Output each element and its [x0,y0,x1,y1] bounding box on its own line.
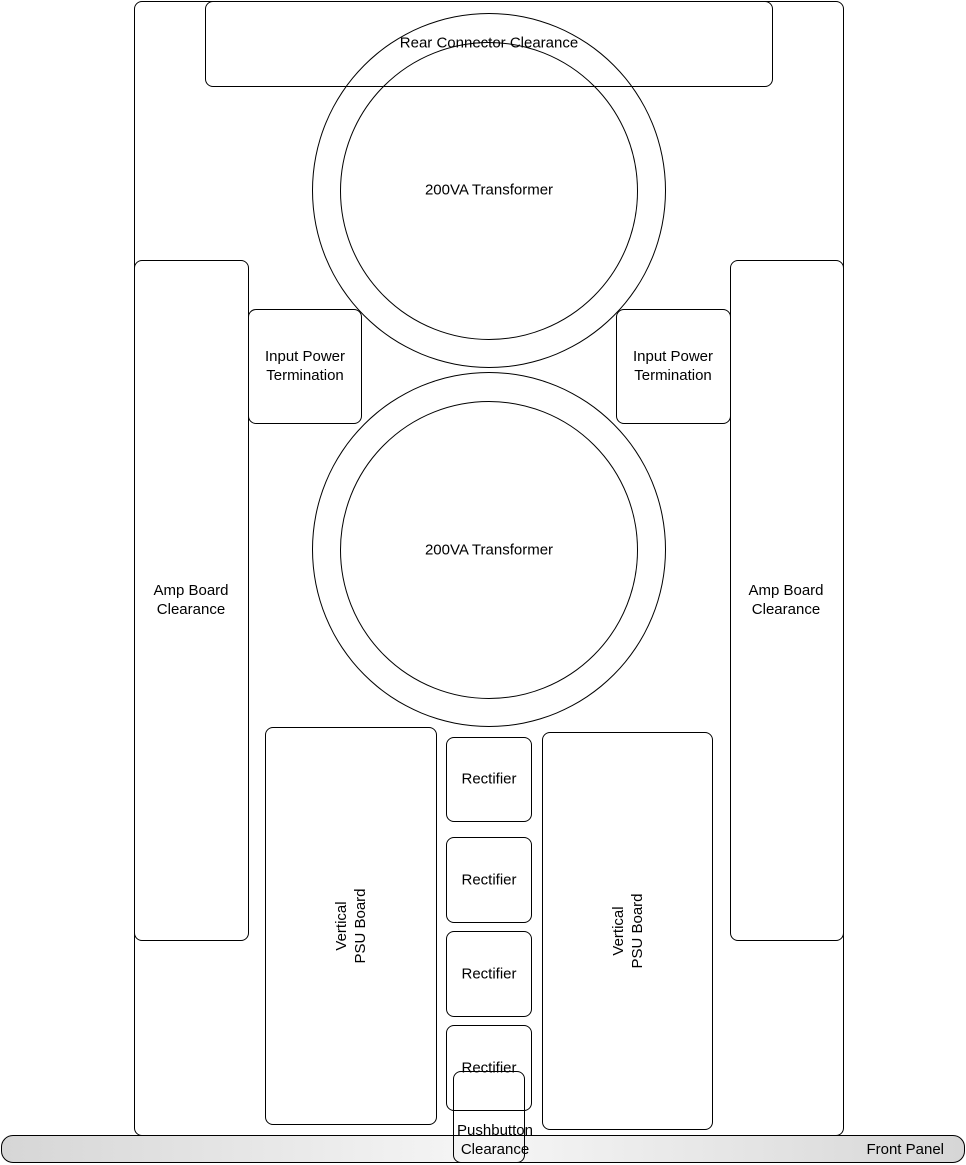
input-power-termination-left-label: Input Power Termination [264,348,346,384]
transformer-bottom-label: 200VA Transformer [424,541,554,559]
rectifier-1-label: Rectifier [461,770,517,788]
input-power-termination-left [248,309,362,424]
psu-board-left-label: Vertical PSU Board [333,888,369,964]
transformer-top-outer [312,13,666,368]
psu-board-right [542,732,713,1130]
transformer-top-label: 200VA Transformer [424,181,554,199]
transformer-top-inner [340,42,638,340]
rectifier-3 [446,931,532,1017]
psu-board-right-label: Vertical PSU Board [610,893,646,969]
transformer-bottom-inner [340,401,638,699]
input-power-termination-right [616,309,731,424]
amp-board-clearance-left-label: Amp Board Clearance [153,582,229,618]
rectifier-3-label: Rectifier [461,965,517,983]
rectifier-2 [446,837,532,923]
amp-board-clearance-left [134,260,249,941]
transformer-bottom-outer [312,372,666,727]
pushbutton-clearance-label: Pushbutton Clearance [457,1122,533,1158]
amp-board-clearance-right-label: Amp Board Clearance [748,582,824,618]
psu-board-left [265,727,437,1125]
rectifier-2-label: Rectifier [461,871,517,889]
rectifier-4-label: Rectifier [461,1059,517,1077]
rectifier-1 [446,737,532,822]
pushbutton-clearance [453,1071,525,1163]
rectifier-4 [446,1025,532,1111]
input-power-termination-right-label: Input Power Termination [632,348,714,384]
front-panel-label: Front Panel [866,1141,944,1158]
amp-board-clearance-right [730,260,844,941]
